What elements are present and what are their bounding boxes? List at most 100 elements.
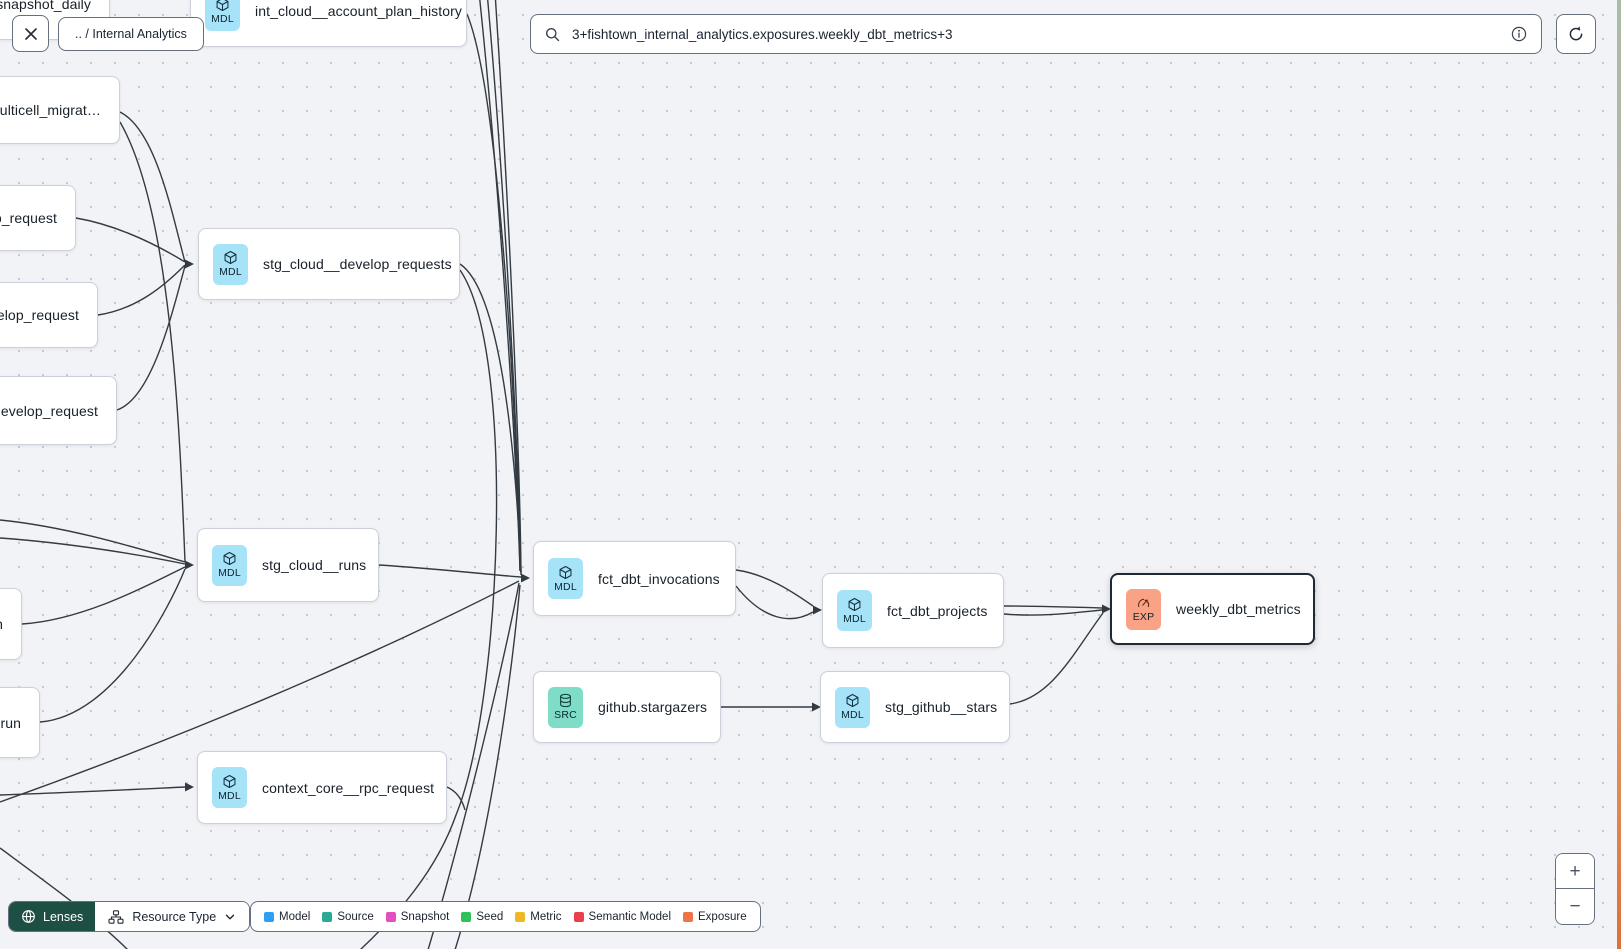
node-label: int_cloud__account_plan_history <box>255 2 463 19</box>
badge-label: MDL <box>219 266 242 278</box>
graph-node-velop_request[interactable]: velop_request <box>0 282 98 348</box>
legend-item-model: Model <box>264 911 310 923</box>
legend-item-seed: Seed <box>461 911 503 923</box>
node-label: develop_request <box>0 402 98 419</box>
edge-p_request-to-stg_cloud__develop_requests <box>75 217 186 263</box>
edge-arrowhead <box>185 782 194 792</box>
refresh-icon <box>1569 26 1583 41</box>
search-icon <box>546 27 560 41</box>
graph-node-stg_cloud__develop_requests[interactable]: MDL stg_cloud__develop_requests <box>198 228 460 300</box>
model-badge: MDL <box>212 544 247 586</box>
breadcrumb-label: .. / Internal Analytics <box>75 27 187 41</box>
legend-label: Source <box>337 910 374 923</box>
edge-fct_dbt_projects-to-weekly_dbt_metrics <box>1003 609 1103 616</box>
graph-node-fct_dbt_invocations[interactable]: MDL fct_dbt_invocations <box>533 541 736 616</box>
legend-swatch <box>461 911 472 922</box>
zoom-controls: + − <box>1555 853 1595 925</box>
node-label: stg_cloud__develop_requests <box>263 256 452 272</box>
edge-arrowhead <box>521 573 530 583</box>
legend-item-exposure: Exposure <box>683 911 747 923</box>
model-badge: MDL <box>835 686 870 728</box>
node-label: .run <box>0 714 21 731</box>
node-label: p_request <box>0 210 57 226</box>
graph-node-stg_cloud__runs[interactable]: MDL stg_cloud__runs <box>197 528 379 602</box>
edge-multicell_migrat-to-stg_cloud__develop_requests <box>119 111 186 263</box>
edge-fct_dbt_projects-to-weekly_dbt_metrics <box>1003 605 1103 609</box>
badge-label: MDL <box>218 567 241 579</box>
edge-multicell_migrat-to-stg_cloud__runs <box>119 121 186 563</box>
edge-velop_request-to-stg_cloud__develop_requests <box>97 264 186 316</box>
search-input[interactable] <box>570 25 1501 43</box>
graph-node-run_node[interactable]: .run <box>0 687 40 758</box>
edge-offscreen_left_d-to-offscreen_bottom_c <box>0 847 128 949</box>
breadcrumb[interactable]: .. / Internal Analytics <box>58 17 204 51</box>
source-badge: SRC <box>548 686 583 728</box>
edge-arrowhead <box>185 259 194 269</box>
model-cube-icon <box>223 774 236 788</box>
model-badge: MDL <box>212 767 247 808</box>
resource-type-dropdown[interactable]: Resource Type <box>95 902 250 931</box>
legend-label: Snapshot <box>400 910 450 923</box>
refresh-button[interactable] <box>1556 14 1596 54</box>
resource-type-label: Resource Type <box>132 909 217 924</box>
edge-offscreen_top_c-to-fct_dbt_invocations <box>494 0 522 576</box>
edge-offscreen_bottom_left-to-fct_dbt_invocations <box>0 580 520 803</box>
graph-node-n_node[interactable]: n <box>0 588 22 660</box>
legend-label: Exposure <box>698 910 747 923</box>
graph-node-develop_request[interactable]: develop_request <box>0 376 117 445</box>
graph-node-multicell_migrat[interactable]: multicell_migrat… <box>0 76 120 144</box>
edge-stg_cloud__develop_requests-to-offscreen_bottom <box>360 269 498 949</box>
badge-label: MDL <box>841 709 864 721</box>
legend-item-snapshot: Snapshot <box>385 910 450 923</box>
edge-arrowhead <box>812 702 821 712</box>
node-label: stg_cloud__runs <box>262 557 367 573</box>
node-label: fct_dbt_invocations <box>598 570 720 587</box>
badge-label: MDL <box>211 12 234 25</box>
model-cube-icon <box>224 250 237 265</box>
node-label: n <box>0 616 3 632</box>
edge-offscreen_left_b-to-stg_cloud__runs <box>0 537 186 565</box>
model-cube-icon <box>216 0 229 11</box>
graph-node-int_cloud__account_plan_history[interactable]: MDL int_cloud__account_plan_history <box>190 0 467 47</box>
edge-arrowhead <box>1102 604 1111 614</box>
node-label: multicell_migrat… <box>0 102 101 118</box>
legend-item-source: Source <box>322 910 374 923</box>
edge-fct_dbt_invocations-to-fct_dbt_projects <box>735 569 814 607</box>
lenses-icon <box>22 910 35 923</box>
lenses-button[interactable]: Lenses <box>9 902 96 931</box>
wallpaper-edge-strip <box>1617 0 1621 949</box>
edge-offscreen_bottom_b-to-fct_dbt_invocations <box>454 584 521 949</box>
graph-node-p_request[interactable]: p_request <box>0 185 76 251</box>
zoom-out-button[interactable]: − <box>1556 889 1594 924</box>
legend-label: Semantic Model <box>588 910 672 923</box>
legend-bar: Model Source Snapshot Seed Metric Semantic Mo… <box>250 901 761 932</box>
legend-label: Model <box>279 910 311 923</box>
edge-n_node-to-stg_cloud__runs <box>21 566 186 625</box>
model-cube-icon <box>846 693 859 708</box>
close-icon <box>24 27 37 40</box>
close-lineage-button[interactable] <box>12 15 49 52</box>
edge-stg_github__stars-to-weekly_dbt_metrics <box>1009 612 1104 705</box>
legend-item-metric: Metric <box>515 911 562 923</box>
model-badge: MDL <box>548 558 583 599</box>
exposure-badge: EXP <box>1126 588 1161 630</box>
badge-label: EXP <box>1132 611 1155 623</box>
legend-label: Seed <box>476 910 504 923</box>
zoom-in-button[interactable]: + <box>1556 854 1594 889</box>
legend-swatch <box>385 911 396 922</box>
source-database-icon <box>560 693 571 708</box>
edge-arrowhead <box>813 605 822 615</box>
edge-arrowhead <box>185 560 194 570</box>
info-icon[interactable] <box>1511 26 1527 42</box>
legend-item-semantic-model: Semantic Model <box>573 910 672 923</box>
model-badge: MDL <box>837 590 872 631</box>
edge-offscreen_bottom_a-to-fct_dbt_invocations <box>427 582 520 949</box>
